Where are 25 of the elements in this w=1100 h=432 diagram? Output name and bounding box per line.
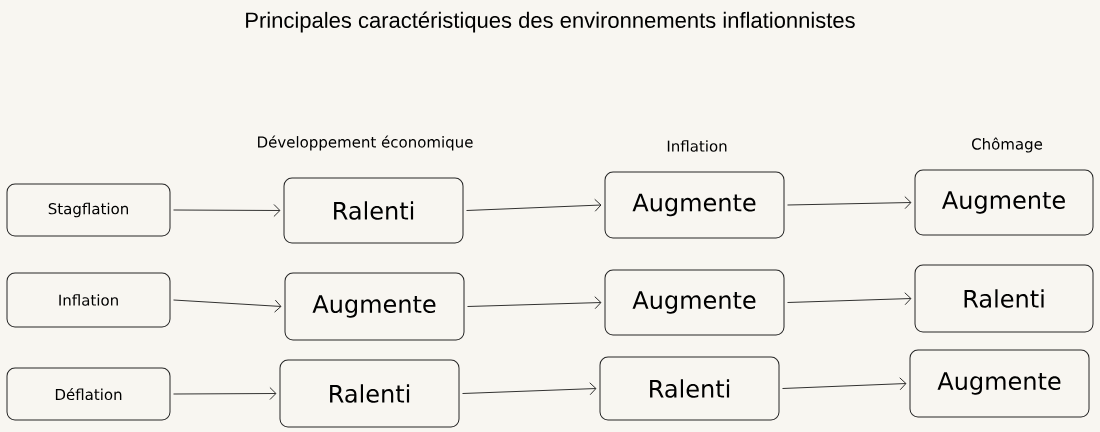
arrow: [462, 382, 597, 396]
category-box: Stagflation: [6, 183, 171, 237]
value-box: Augmente: [284, 272, 465, 341]
arrow: [467, 296, 602, 310]
column-header: Développement économique: [258, 135, 473, 151]
category-box: Inflation: [6, 272, 171, 328]
value-box: Augmente: [909, 349, 1090, 418]
column-header: Chômage: [972, 137, 1043, 153]
title: Principales caractéristiques des environnements inflationnistes: [246, 11, 855, 33]
category-box: Déflation: [6, 367, 171, 421]
value-box: Ralenti: [279, 359, 460, 428]
arrow: [173, 204, 281, 217]
arrow: [173, 299, 282, 313]
arrow: [787, 292, 912, 306]
arrow: [787, 196, 912, 210]
column-header: Inflation: [667, 140, 727, 152]
value-box: Ralenti: [914, 264, 1094, 333]
value-box: Ralenti: [283, 177, 464, 244]
value-box: Augmente: [914, 169, 1094, 236]
value-box: Augmente: [604, 269, 785, 336]
value-box: Augmente: [604, 171, 785, 239]
arrow: [173, 387, 277, 400]
arrow: [466, 198, 602, 212]
value-box: Ralenti: [599, 356, 780, 421]
arrow: [782, 377, 907, 391]
